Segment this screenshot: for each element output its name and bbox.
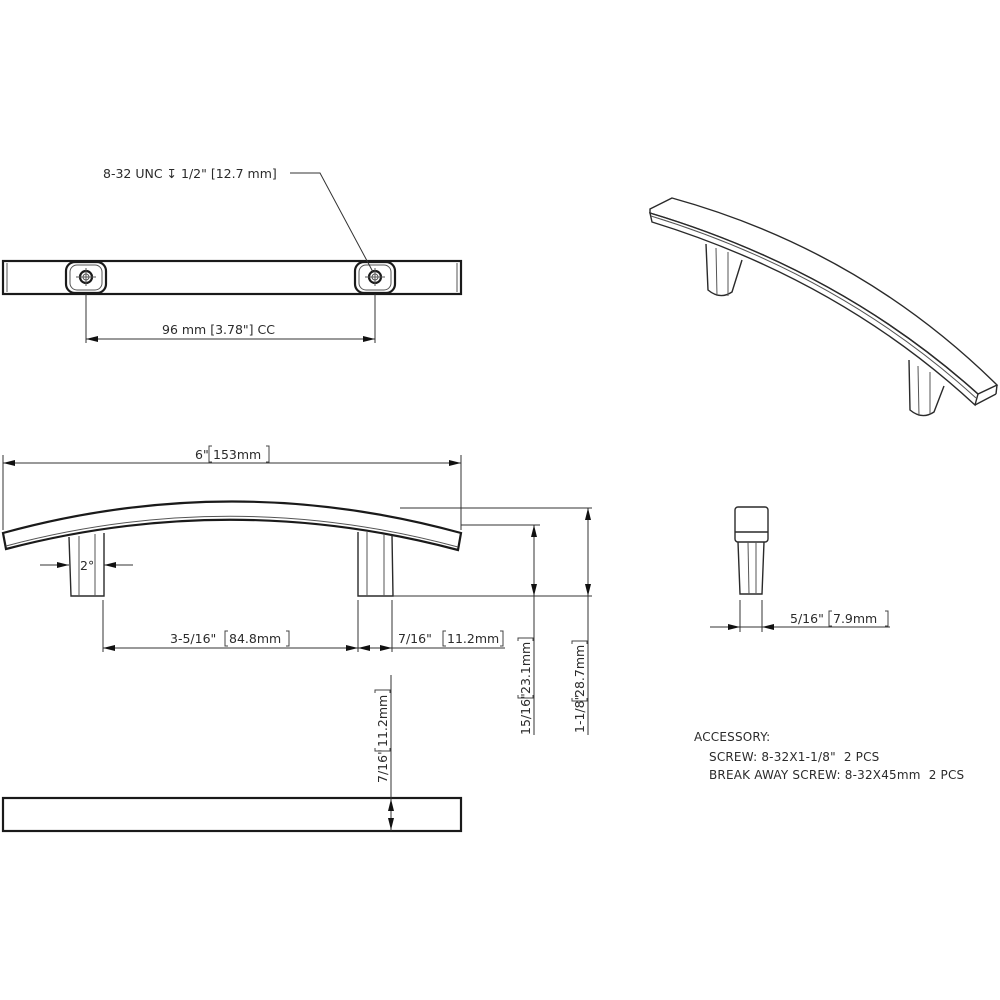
svg-text:84.8mm: 84.8mm — [229, 631, 281, 646]
front-view-post-right — [357, 532, 394, 597]
top-view: 8-32 UNC ↧ 1/2" [12.7 mm] 96 mm [3.78"] … — [1, 166, 463, 343]
svg-text:28.7mm: 28.7mm — [572, 645, 587, 697]
bar-thickness-label: 7/16" 11.2mm — [374, 689, 391, 783]
top-view-bar — [1, 259, 463, 296]
iso-bar-top-surface — [649, 197, 999, 395]
accessory-item-break-away-screw: BREAK AWAY SCREW: 8-32X45mm 2 PCS — [709, 768, 965, 782]
svg-text:11.2mm: 11.2mm — [375, 695, 390, 747]
front-view-curved-bar — [1, 500, 463, 552]
side-view: 5/16" 7.9mm — [710, 506, 890, 632]
side-view-post — [737, 541, 765, 595]
side-view-bar-end — [734, 506, 769, 543]
bottom-view-bar — [1, 796, 463, 833]
svg-text:153mm: 153mm — [213, 447, 261, 462]
center-to-center-label: 96 mm [3.78"] CC — [162, 322, 275, 337]
iso-post-left — [705, 243, 743, 297]
iso-bar-front-face — [649, 211, 979, 407]
svg-text:1-1/8": 1-1/8" — [572, 695, 587, 733]
overall-height-label: 1-1/8" 28.7mm — [571, 640, 588, 733]
post-height-label: 15/16" 23.1mm — [517, 637, 534, 735]
svg-text:7/16": 7/16" — [398, 631, 432, 646]
thread-callout-label: 8-32 UNC ↧ 1/2" [12.7 mm] — [103, 166, 277, 181]
post-base-width-label: 5/16" 7.9mm — [790, 610, 889, 627]
svg-text:11.2mm: 11.2mm — [447, 631, 499, 646]
post-width-label: 7/16" 11.2mm — [398, 630, 504, 647]
iso-post-right — [908, 359, 945, 417]
svg-text:3-5/16": 3-5/16" — [170, 631, 216, 646]
isometric-view — [649, 197, 999, 417]
svg-text:15/16": 15/16" — [518, 693, 533, 735]
thread-callout-leader — [290, 172, 374, 273]
mount-hole-right — [353, 260, 397, 295]
svg-text:5/16": 5/16" — [790, 611, 824, 626]
bottom-view: 7/16" 11.2mm — [1, 675, 463, 833]
svg-text:6": 6" — [195, 447, 209, 462]
accessory-item-screw: SCREW: 8-32X1-1/8" 2 PCS — [709, 750, 880, 764]
front-view: 6" 153mm 2° 3-5/16" — [1, 445, 592, 735]
taper-angle-label: 2° — [80, 558, 94, 573]
accessory-title: ACCESSORY: — [694, 730, 771, 744]
mount-hole-left — [64, 260, 108, 295]
inner-span-label: 3-5/16" 84.8mm — [170, 630, 290, 647]
svg-text:23.1mm: 23.1mm — [518, 642, 533, 694]
svg-text:7.9mm: 7.9mm — [833, 611, 877, 626]
svg-text:7/16": 7/16" — [375, 749, 390, 783]
overall-length-label: 6" 153mm — [195, 445, 270, 463]
